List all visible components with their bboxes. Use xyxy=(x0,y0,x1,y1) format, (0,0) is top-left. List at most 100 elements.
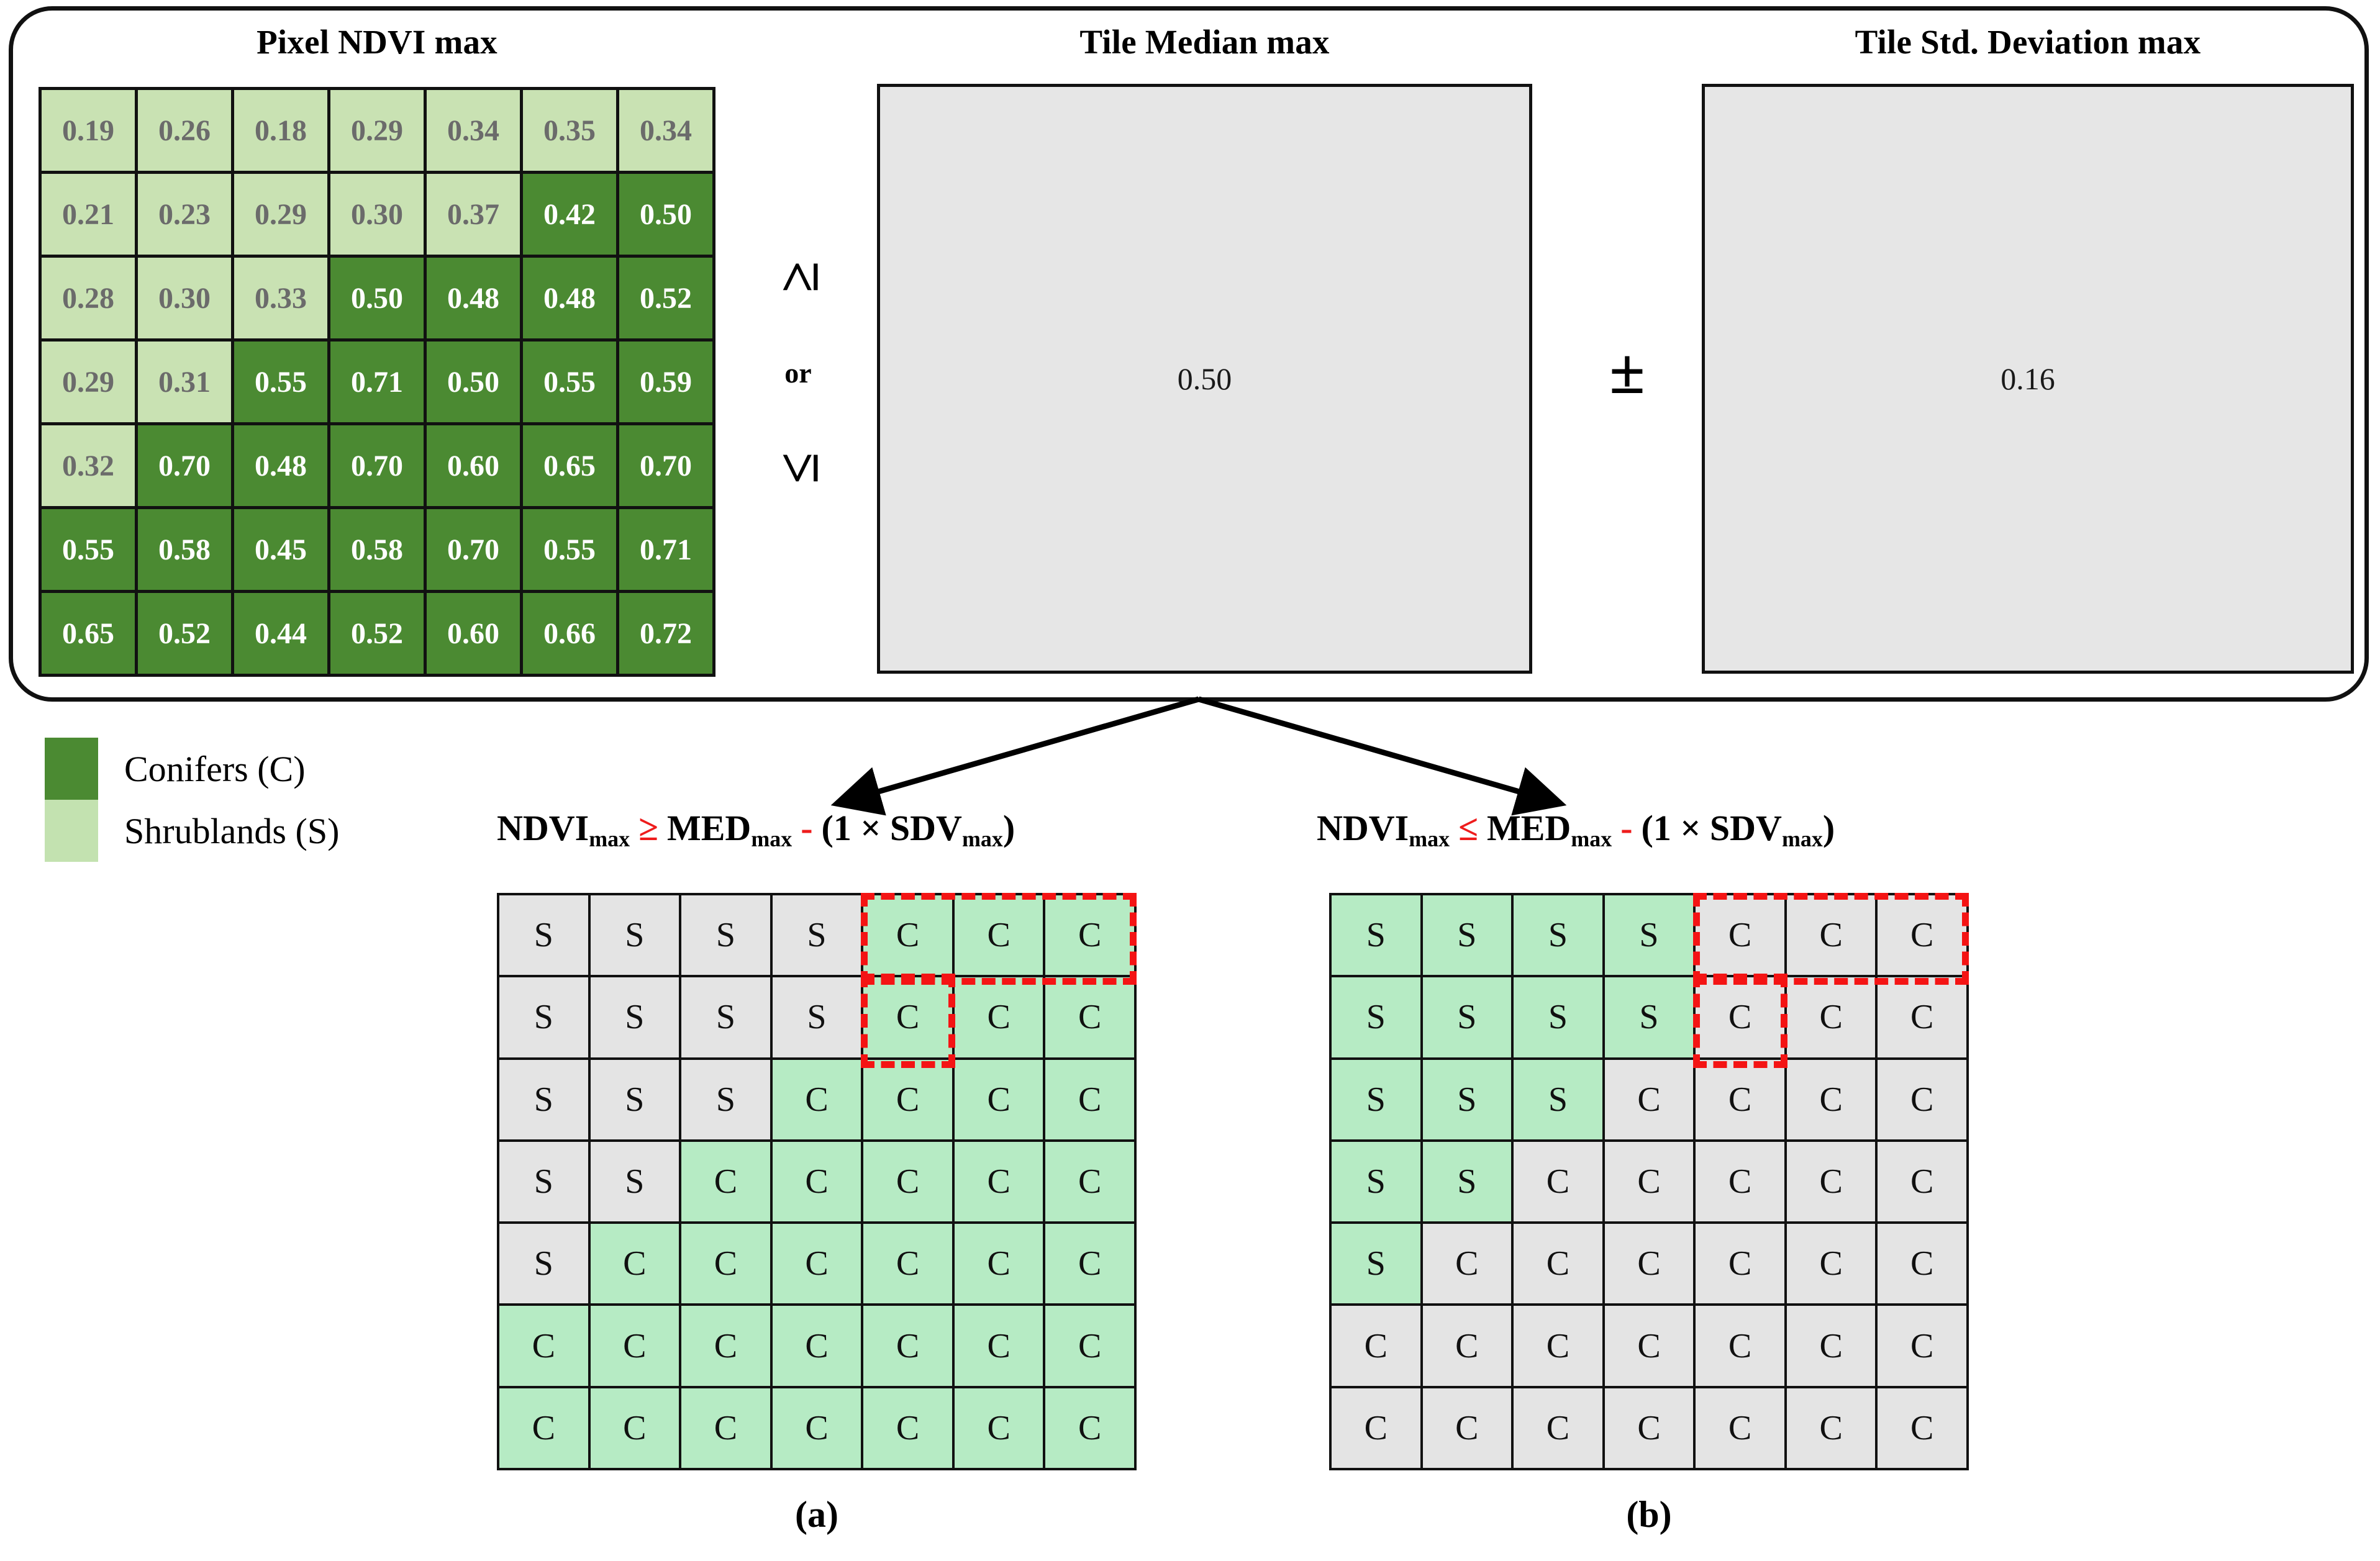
ndvi-cell: 0.50 xyxy=(427,342,520,422)
classification-cell: S xyxy=(1422,1059,1512,1139)
formula-b-rhs: MED xyxy=(1486,808,1571,848)
ndvi-cell: 0.18 xyxy=(234,90,327,171)
formula-b-tail: (1 × SDV xyxy=(1641,808,1782,848)
classification-cell: C xyxy=(1332,1306,1420,1386)
classification-cell: C xyxy=(1514,1224,1602,1304)
formula-a-tail: (1 × SDV xyxy=(821,808,962,848)
classification-cell: S xyxy=(590,895,679,975)
classification-cell: S xyxy=(1514,895,1602,975)
classification-cell: C xyxy=(1878,1388,1966,1468)
formula-b-tail-sub: max xyxy=(1781,826,1823,852)
ndvi-cell: 0.26 xyxy=(138,90,231,171)
ndvi-cell: 0.59 xyxy=(619,342,712,422)
classification-cell: C xyxy=(863,1306,952,1386)
ndvi-cell: 0.71 xyxy=(619,509,712,590)
classification-cell: C xyxy=(1045,895,1134,975)
ndvi-cell: 0.66 xyxy=(523,593,616,674)
classification-cell: C xyxy=(1604,1306,1694,1386)
classification-cell: S xyxy=(590,977,679,1057)
legend-label-conifers: Conifers (C) xyxy=(124,748,306,789)
ndvi-cell: 0.72 xyxy=(619,593,712,674)
legend-item-shrublands: Shrublands (S) xyxy=(45,800,492,862)
ndvi-cell: 0.29 xyxy=(234,174,327,255)
ndvi-cell: 0.44 xyxy=(234,593,327,674)
classification-cell: C xyxy=(1045,1388,1134,1468)
tile-median-title: Tile Median max xyxy=(1079,23,1330,61)
ndvi-cell: 0.65 xyxy=(42,593,135,674)
ndvi-cell: 0.48 xyxy=(523,258,616,338)
classification-cell: C xyxy=(863,977,952,1057)
ndvi-cell: 0.31 xyxy=(138,342,231,422)
ndvi-cell: 0.55 xyxy=(234,342,327,422)
ndvi-cell: 0.55 xyxy=(523,342,616,422)
formula-b-lhs: NDVI xyxy=(1317,808,1409,848)
classification-cell: C xyxy=(954,1306,1043,1386)
classification-cell: C xyxy=(1878,895,1966,975)
ndvi-cell: 0.30 xyxy=(330,174,424,255)
classification-cell: C xyxy=(1786,895,1876,975)
classification-cell: S xyxy=(1332,1224,1420,1304)
tile-sdv-box: 0.16 xyxy=(1702,84,2354,674)
classification-cell: C xyxy=(1696,1059,1784,1139)
classification-cell: C xyxy=(954,1388,1043,1468)
ndvi-cell: 0.50 xyxy=(330,258,424,338)
ndvi-cell: 0.30 xyxy=(138,258,231,338)
classification-cell: S xyxy=(681,895,770,975)
classification-cell: C xyxy=(772,1224,861,1304)
classification-cell: C xyxy=(1696,1306,1784,1386)
classification-cell: C xyxy=(1045,1141,1134,1222)
classification-cell: C xyxy=(954,1059,1043,1139)
classification-cell: C xyxy=(954,977,1043,1057)
ndvi-cell: 0.58 xyxy=(138,509,231,590)
ndvi-cell: 0.60 xyxy=(427,593,520,674)
formula-a-rhs-sub: max xyxy=(751,826,793,852)
formula-b-minus: - xyxy=(1620,808,1633,848)
classification-cell: C xyxy=(954,1141,1043,1222)
branch-arrows xyxy=(830,696,1567,816)
classification-cell: C xyxy=(1045,1224,1134,1304)
or-label: or xyxy=(784,356,812,389)
classification-cell: C xyxy=(1696,895,1784,975)
classification-cell: S xyxy=(499,895,588,975)
legend: Conifers (C) Shrublands (S) xyxy=(45,738,492,862)
classification-cell: S xyxy=(590,1141,679,1222)
ndvi-cell: 0.34 xyxy=(619,90,712,171)
classification-cell: S xyxy=(1332,1141,1420,1222)
ndvi-cell: 0.70 xyxy=(619,425,712,506)
classification-cell: C xyxy=(1422,1306,1512,1386)
classification-cell: C xyxy=(863,895,952,975)
ndvi-cell: 0.29 xyxy=(330,90,424,171)
classification-cell: S xyxy=(590,1059,679,1139)
ndvi-cell: 0.34 xyxy=(427,90,520,171)
ndvi-cell: 0.29 xyxy=(42,342,135,422)
formula-a-operator: ≥ xyxy=(638,808,658,848)
classification-cell: S xyxy=(1332,895,1420,975)
classification-cell: S xyxy=(1514,1059,1602,1139)
classification-cell: C xyxy=(1045,977,1134,1057)
ndvi-cell: 0.37 xyxy=(427,174,520,255)
ndvi-cell: 0.60 xyxy=(427,425,520,506)
classification-cell: C xyxy=(1878,977,1966,1057)
classification-cell: C xyxy=(863,1224,952,1304)
classification-cell: C xyxy=(1604,1224,1694,1304)
ndvi-cell: 0.55 xyxy=(42,509,135,590)
classification-cell: S xyxy=(1332,1059,1420,1139)
classification-cell: C xyxy=(681,1224,770,1304)
ndvi-cell: 0.58 xyxy=(330,509,424,590)
ndvi-cell: 0.33 xyxy=(234,258,327,338)
classification-cell: S xyxy=(681,977,770,1057)
classification-cell: S xyxy=(1422,1141,1512,1222)
classification-cell: S xyxy=(772,895,861,975)
classification-cell: C xyxy=(1696,1224,1784,1304)
ndvi-cell: 0.23 xyxy=(138,174,231,255)
classification-cell: S xyxy=(1514,977,1602,1057)
classification-cell: C xyxy=(772,1306,861,1386)
classification-cell: C xyxy=(954,1224,1043,1304)
classification-cell: S xyxy=(772,977,861,1057)
classification-cell: S xyxy=(499,1224,588,1304)
formula-a-minus: - xyxy=(801,808,813,848)
plus-minus-icon: ± xyxy=(1609,335,1645,407)
ndvi-cell: 0.70 xyxy=(138,425,231,506)
classification-cell: C xyxy=(681,1141,770,1222)
